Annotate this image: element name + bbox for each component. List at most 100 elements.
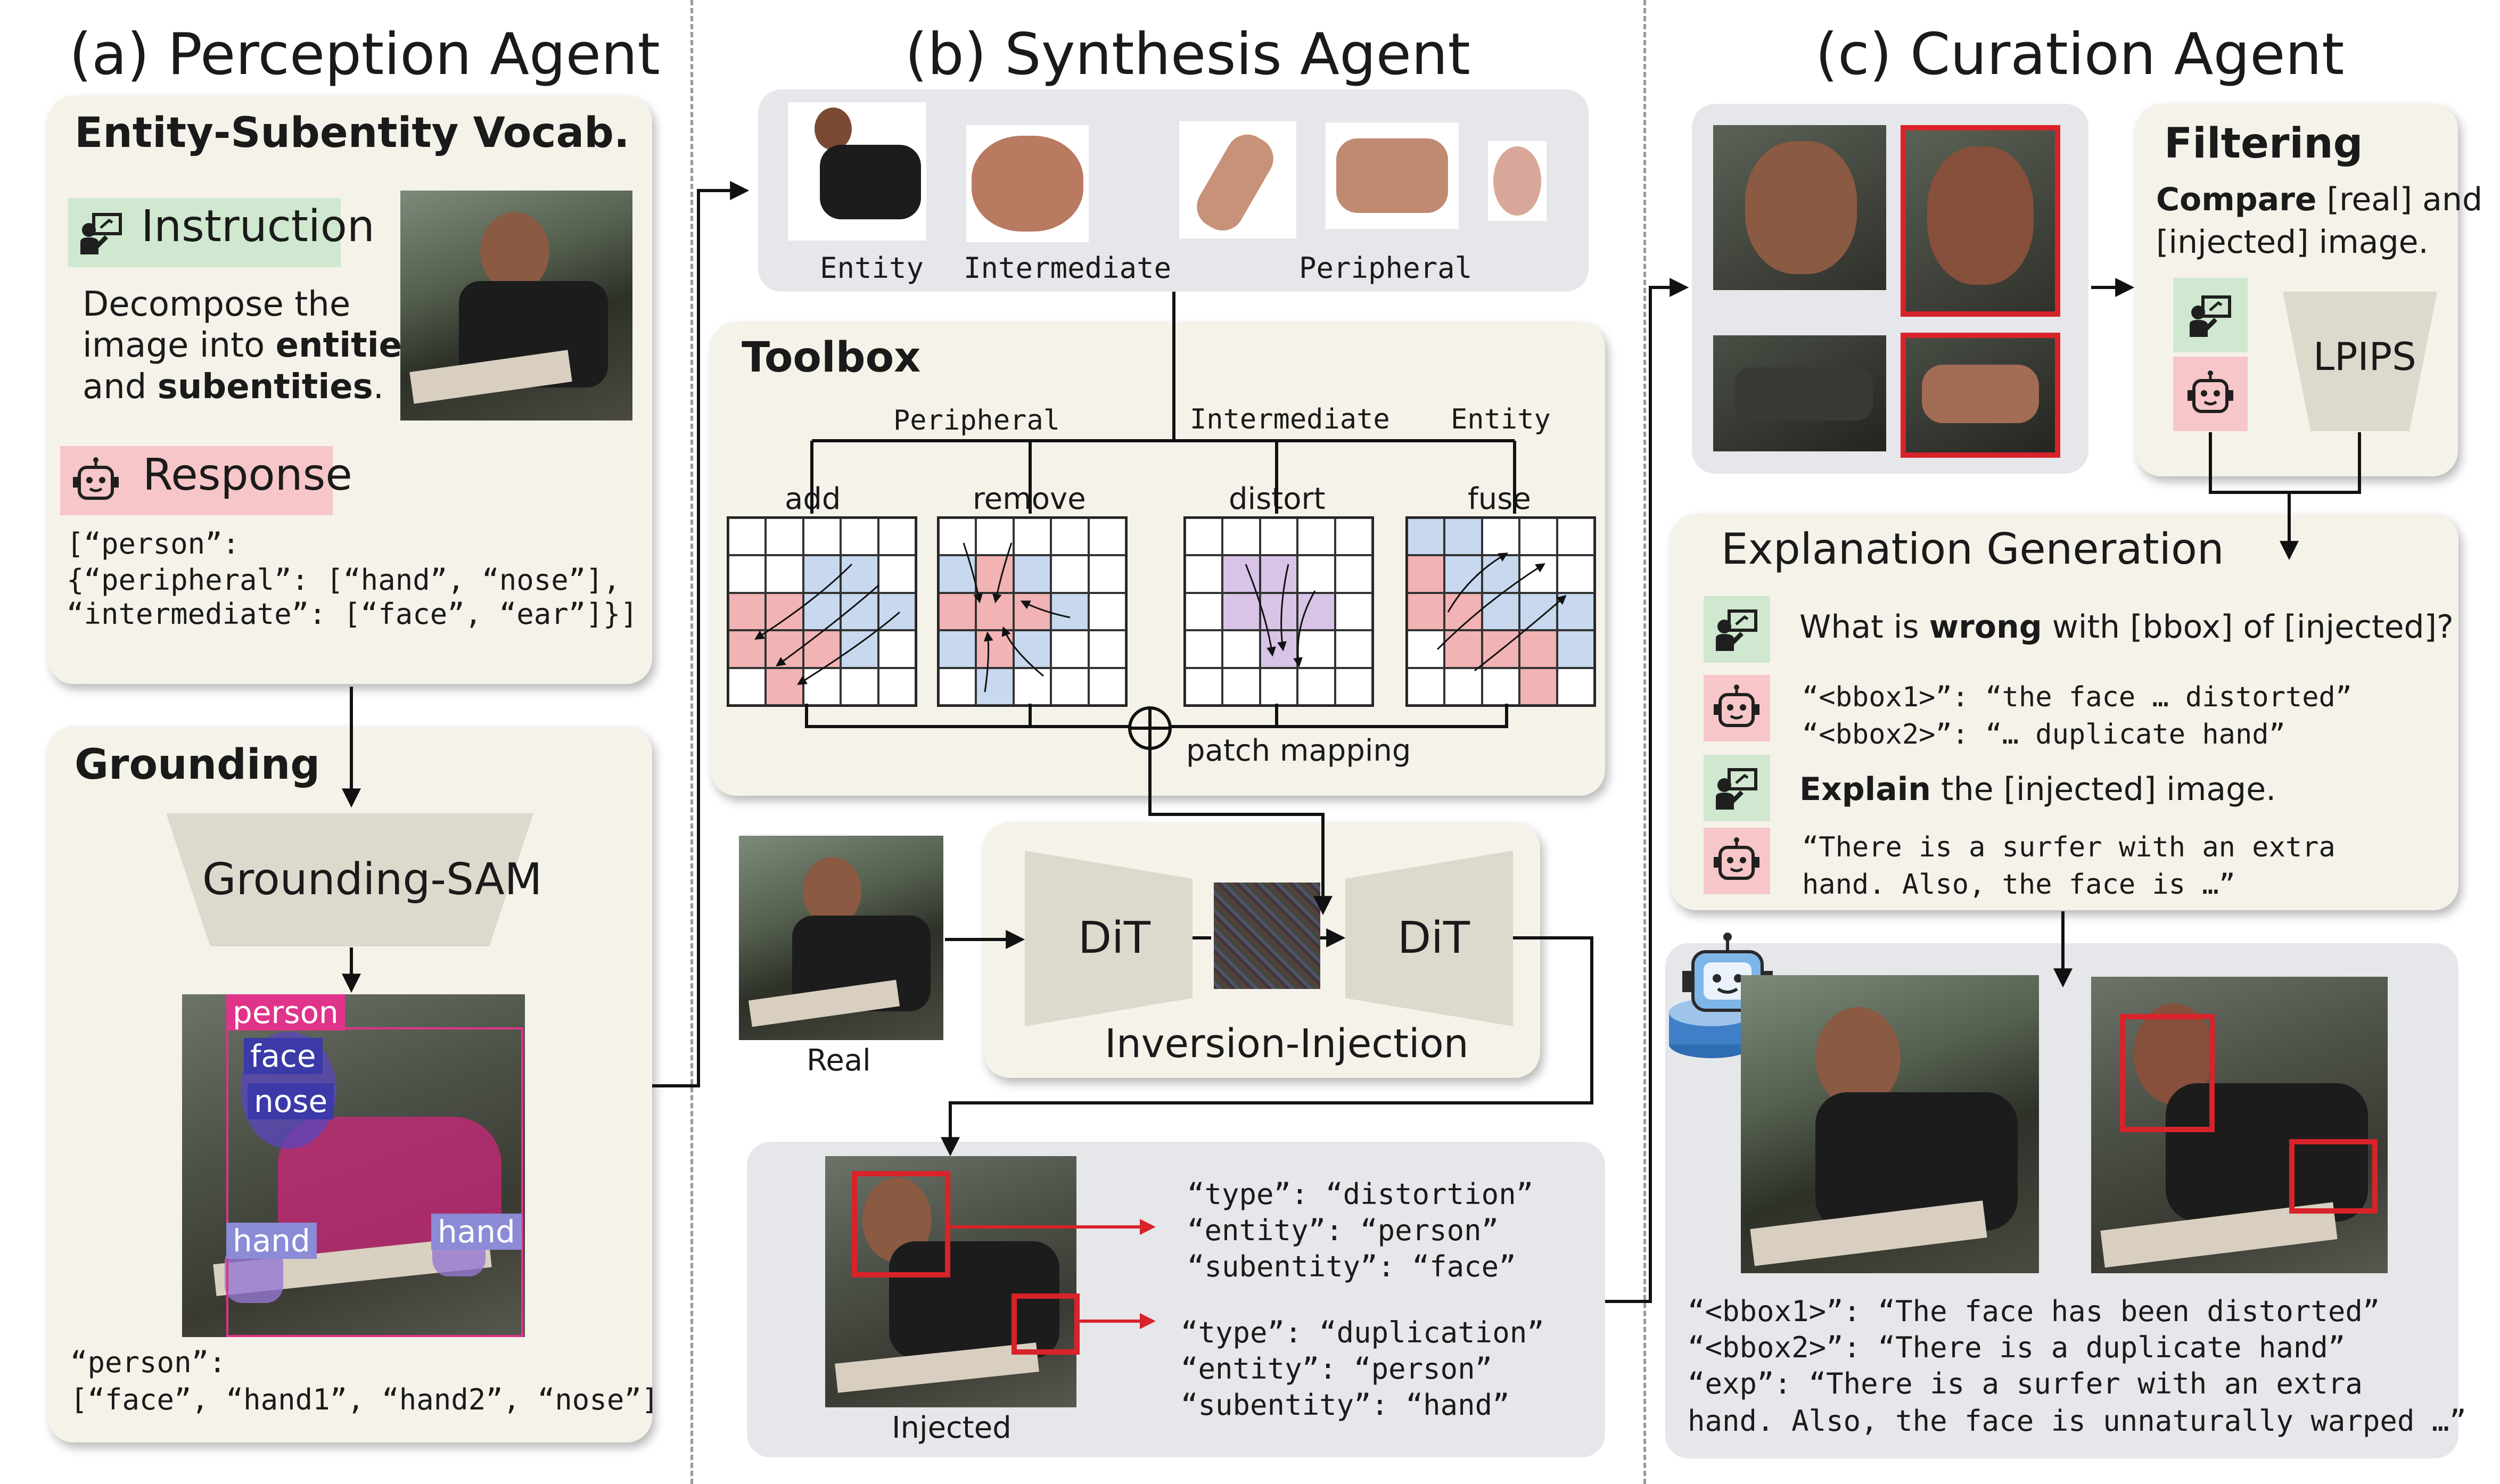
injected-face-crop	[1901, 125, 2060, 317]
instruction-line3: and subentities.	[83, 367, 384, 407]
dit1-label: DiT	[1078, 913, 1151, 963]
final-out-line4: hand. Also, the face is unnaturally warp…	[1688, 1404, 2466, 1438]
a1-line2: “<bbox2>”: “… duplicate hand”	[1802, 719, 2285, 751]
grounding-output-line1: “person”:	[70, 1346, 226, 1379]
q2-text: Explain the [injected] image.	[1799, 771, 2276, 808]
instruction-entities-bold: entities	[275, 326, 423, 365]
filtering-compare-bold: Compare	[2156, 181, 2317, 218]
crop-peripheral-label: Peripheral	[1299, 251, 1473, 285]
filtering-title: Filtering	[2164, 120, 2363, 168]
seg-person-tag: person	[226, 994, 345, 1030]
injected-hand-crop	[1901, 333, 2060, 458]
patch-mapping-label: patch mapping	[1186, 733, 1411, 768]
q1-post: with [bbox] of [injected]?	[2042, 608, 2454, 646]
q2-explain-bold: Explain	[1799, 771, 1931, 808]
op-remove-label: remove	[973, 482, 1086, 516]
peripheral-crop-1	[1179, 121, 1296, 238]
grounding-title: Grounding	[75, 741, 320, 789]
a2-robot-icon	[1713, 837, 1761, 885]
vocab-title: Entity-Subentity Vocab.	[75, 109, 630, 157]
final-out-line2: “<bbox2>”: “There is a duplicate hand”	[1688, 1331, 2346, 1364]
surfer-photo-vocab	[400, 191, 632, 421]
final-face-bbox	[2120, 1014, 2215, 1132]
filtering-robot-tag	[2173, 357, 2248, 431]
q1-teacher-icon	[1713, 605, 1761, 653]
injected-photo	[825, 1156, 1076, 1407]
injected-face-crop-border	[1901, 125, 2060, 317]
real-label: Real	[807, 1043, 871, 1078]
grounding-output-line2: [“face”, “hand1”, “hand2”, “nose”]	[70, 1383, 659, 1416]
person-bbox	[226, 1027, 523, 1337]
real-face-crop	[1713, 125, 1886, 290]
branch-entity-label: Entity	[1451, 403, 1551, 435]
divider-right	[1643, 0, 1646, 1484]
distort-grid	[1183, 516, 1374, 707]
injected-label: Injected	[892, 1411, 1011, 1445]
crop-intermediate-label: Intermediate	[964, 251, 1172, 285]
explanation-card	[1671, 514, 2458, 910]
response-line2: {“peripheral”: [“hand”, “nose”],	[67, 563, 621, 597]
instruction-label: Instruction	[141, 201, 375, 252]
peripheral-crop-3	[1488, 141, 1547, 221]
a1-line1: “<bbox1>”: “the face … distorted”	[1802, 681, 2353, 713]
response-line1: [“person”:	[67, 527, 240, 560]
instruction-line1: Decompose the	[83, 285, 351, 324]
q1-pre: What is	[1799, 608, 1929, 646]
a1-robot-icon	[1713, 684, 1761, 732]
robot-icon	[72, 457, 120, 505]
real-hand-crop	[1713, 335, 1886, 451]
filtering-robot-icon	[2186, 370, 2234, 418]
fuse-grid	[1405, 516, 1596, 707]
noise-latent	[1214, 883, 1320, 989]
op-distort-label: distort	[1229, 482, 1326, 516]
branch-intermediate-label: Intermediate	[1190, 403, 1390, 435]
branch-peripheral-label: Peripheral	[893, 405, 1060, 436]
op-fuse-label: fuse	[1468, 482, 1531, 516]
grounding-sam-block	[166, 813, 533, 946]
grounding-sam-label: Grounding-SAM	[202, 854, 542, 905]
response-line3: “intermediate”: [“face”, “ear”]}]	[67, 597, 638, 631]
explanation-title: Explanation Generation	[1721, 524, 2224, 574]
a2-line2: hand. Also, the face is …”	[1802, 869, 2235, 901]
lpips-label: LPIPS	[2313, 334, 2416, 379]
entity-crop	[788, 102, 926, 241]
toolbox-title: Toolbox	[742, 334, 921, 382]
final-out-line3: “exp”: “There is a surfer with an extra	[1688, 1367, 2363, 1400]
real-photo	[739, 836, 943, 1040]
final-out-line1: “<bbox1>”: “The face has been distorted”	[1688, 1295, 2380, 1328]
filtering-teacher-icon	[2186, 291, 2234, 339]
dit2-label: DiT	[1397, 913, 1470, 963]
remove-grid	[937, 516, 1128, 707]
meta1-line2: “entity”: “person”	[1187, 1214, 1499, 1247]
instruction-line2: image into entities	[83, 326, 422, 365]
intermediate-crop	[966, 125, 1089, 242]
q1-text: What is wrong with [bbox] of [injected]?	[1799, 608, 2454, 646]
a2-line1: “There is a surfer with an extra	[1802, 831, 2335, 863]
seg-hand2-tag: hand	[431, 1214, 522, 1250]
lpips-block	[2283, 292, 2437, 431]
teacher-icon	[77, 209, 125, 257]
curation-agent-title: (c) Curation Agent	[1815, 21, 2345, 88]
response-tag	[60, 446, 333, 515]
instruction-line2-text: image into	[83, 326, 276, 365]
crop-entity-label: Entity	[820, 251, 924, 285]
instruction-subentities-bold: subentities	[157, 367, 373, 407]
final-real-photo	[1741, 975, 2039, 1273]
seg-nose-tag: nose	[248, 1083, 334, 1119]
instruction-line3-text: and	[83, 367, 158, 407]
final-injected-photo	[2091, 977, 2388, 1273]
q2-teacher-icon	[1713, 764, 1761, 812]
seg-hand1-tag: hand	[226, 1223, 317, 1259]
add-grid	[727, 516, 917, 707]
instruction-line3-period: .	[373, 367, 384, 407]
inversion-injection-label: Inversion-Injection	[1105, 1021, 1469, 1067]
op-add-label: add	[785, 482, 841, 516]
q1-wrong-bold: wrong	[1929, 608, 2042, 646]
meta1-line3: “subentity”: “face”	[1187, 1250, 1516, 1283]
meta1-line1: “type”: “distortion”	[1187, 1177, 1534, 1211]
perception-agent-title: (a) Perception Agent	[69, 21, 660, 88]
meta2-line1: “type”: “duplication”	[1181, 1316, 1544, 1349]
synthesis-agent-title: (b) Synthesis Agent	[905, 21, 1470, 88]
injected-hand-crop-border	[1901, 333, 2060, 458]
final-hand-bbox	[2289, 1139, 2378, 1214]
